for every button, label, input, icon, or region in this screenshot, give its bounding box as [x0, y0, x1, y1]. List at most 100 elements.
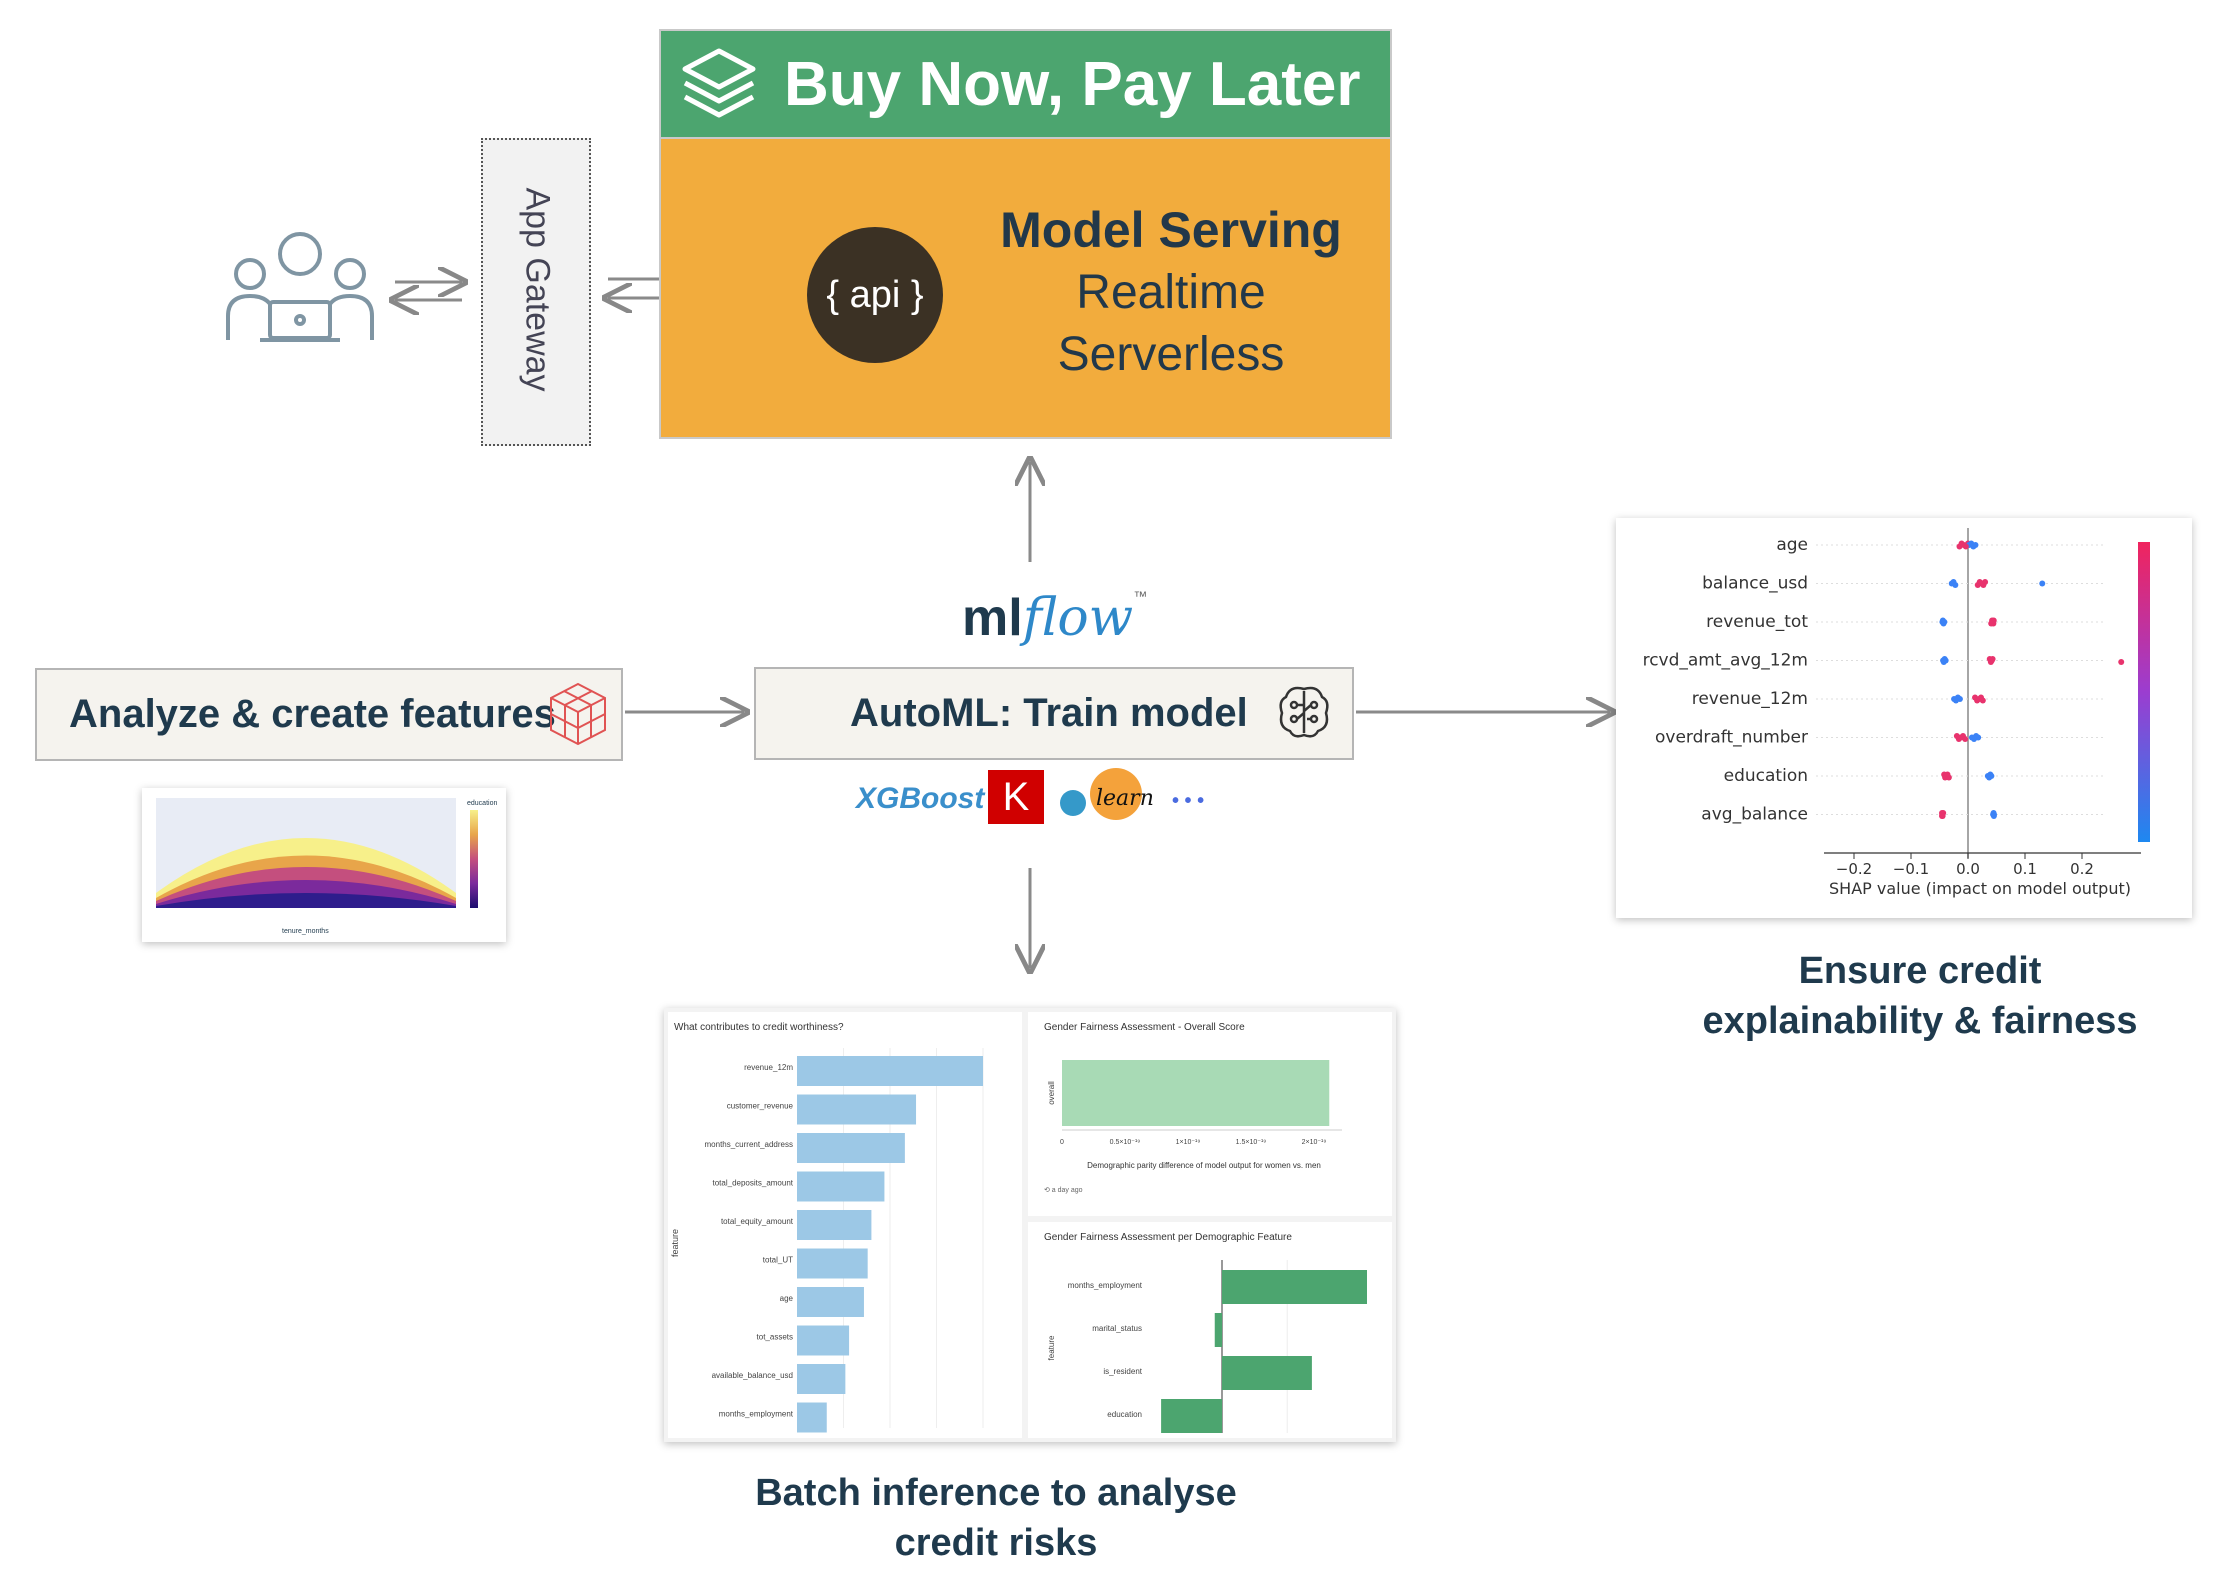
shap-point	[1941, 619, 1948, 625]
shap-x-tick-label: 0.2	[2070, 860, 2094, 878]
shap-point	[1988, 620, 1995, 627]
mlflow-logo: mlflow™	[962, 588, 1147, 648]
caption-batch-line1: Batch inference to analyse	[755, 1472, 1237, 1514]
shap-point	[1940, 657, 1947, 664]
more-libraries: • • •	[1172, 790, 1205, 812]
chart3-bar	[1161, 1399, 1222, 1433]
chart1-bar	[797, 1094, 917, 1125]
feature-chart-legend-title: education	[467, 800, 498, 807]
feature-distribution-chart: education tenure_months	[142, 788, 506, 942]
model-serving-title: Model Serving	[1000, 202, 1342, 258]
chart2-ylabel: overall	[1047, 1081, 1056, 1105]
shap-feature-label: overdraft_number	[1655, 728, 1808, 748]
shap-x-axis-label: SHAP value (impact on model output)	[1829, 879, 2131, 898]
chart1-category-label: revenue_12m	[744, 1063, 793, 1072]
mlflow-tm: ™	[1133, 588, 1148, 604]
chart2-x-tick-label: 0	[1060, 1139, 1064, 1146]
shap-point	[1951, 696, 1958, 702]
shap-summary-plot: age balance_usd revenue_tot rcvd_amt_avg_12…	[1616, 518, 2192, 918]
feature-chart-xlabel: tenure_months	[282, 928, 329, 935]
caption-explainability: Ensure credit explainability & fairness	[1660, 946, 2180, 1046]
shap-colorbar	[2138, 542, 2150, 842]
chart1-bar	[797, 1364, 846, 1394]
sklearn-text: learn	[1096, 786, 1154, 811]
brain-icon	[1279, 686, 1329, 738]
chart1-bar	[797, 1287, 864, 1317]
analyze-features-label: Analyze & create features	[69, 692, 556, 736]
chart1-category-label: tot_assets	[757, 1333, 793, 1342]
analyze-features-box: Analyze & create features	[35, 668, 623, 761]
chart1-category-label: available_balance_usd	[712, 1371, 793, 1380]
chart2-bar	[1062, 1060, 1330, 1126]
shap-point	[1945, 774, 1952, 781]
chart3-category-label: marital_status	[1092, 1324, 1142, 1333]
shap-point	[1974, 582, 1981, 588]
shap-point	[1972, 542, 1979, 548]
chart3-bar	[1214, 1313, 1222, 1347]
shap-point	[1956, 543, 1963, 550]
chart1-category-label: total_equity_amount	[721, 1217, 794, 1226]
dashboard-svg: What contributes to credit worthiness? fe…	[664, 1008, 1396, 1442]
caption-explainability-line2: explainability & fairness	[1702, 1000, 2138, 1042]
feature-cube-icon	[550, 682, 606, 746]
chart3-title: Gender Fairness Assessment per Demograph…	[1044, 1232, 1292, 1243]
caption-batch-line2: credit risks	[894, 1522, 1098, 1564]
chart1-title: What contributes to credit worthiness?	[674, 1022, 844, 1033]
sklearn-dot	[1060, 790, 1086, 816]
chart1-category-label: months_current_address	[705, 1140, 794, 1149]
feature-chart-colorbar	[470, 810, 478, 908]
shap-point	[1962, 736, 1969, 742]
shap-feature-label: revenue_tot	[1706, 612, 1808, 632]
app-gateway: App Gateway	[481, 138, 591, 446]
chart1-bar	[797, 1402, 827, 1433]
api-badge: { api }	[807, 227, 943, 363]
chart3-ylabel: feature	[1047, 1335, 1056, 1360]
chart1-category-label: customer_revenue	[727, 1102, 794, 1111]
shap-point	[2039, 580, 2046, 587]
caption-batch-inference: Batch inference to analyse credit risks	[700, 1468, 1292, 1568]
chart1-bar	[797, 1171, 885, 1202]
chart3-bar	[1222, 1270, 1367, 1304]
model-serving-serverless: Serverless	[1057, 328, 1285, 381]
chart1-ylabel: feature	[670, 1229, 680, 1257]
keras-logo: K	[988, 770, 1044, 824]
chart2-footnote: ⟲ a day ago	[1044, 1187, 1083, 1194]
chart1-category-label: months_employment	[719, 1410, 794, 1419]
stack-layers-icon	[682, 48, 756, 118]
chart1-bar	[797, 1210, 872, 1240]
header-banner: Buy Now, Pay Later	[659, 29, 1392, 139]
shap-feature-label: balance_usd	[1702, 574, 1808, 594]
chart3-category-label: education	[1107, 1410, 1142, 1419]
chart2-x-tick-label: 1.5×10⁻¹⁹	[1236, 1139, 1267, 1146]
shap-x-tick-label: 0.0	[1956, 860, 1980, 878]
stacked-area-plot	[156, 798, 456, 908]
shap-point	[1968, 734, 1975, 741]
app-gateway-label: App Gateway	[518, 187, 557, 392]
sklearn-logo: learn	[1060, 768, 1154, 824]
shap-feature-label: rcvd_amt_avg_12m	[1643, 651, 1808, 671]
mlflow-flow: flow	[1022, 588, 1134, 648]
shap-point	[2118, 659, 2125, 665]
automl-label: AutoML: Train model	[850, 691, 1248, 735]
xgboost-logo: XGBoost	[856, 782, 985, 815]
shap-feature-label: age	[1776, 535, 1808, 555]
shap-feature-label: avg_balance	[1701, 805, 1808, 825]
chart1-category-label: age	[780, 1294, 794, 1303]
chart1-bar	[797, 1325, 850, 1356]
shap-plot-svg: age balance_usd revenue_tot rcvd_amt_avg_12…	[1643, 528, 2150, 898]
shap-point	[1952, 582, 1959, 588]
chart2-x-tick-label: 2×10⁻¹⁹	[1302, 1139, 1327, 1146]
chart3-category-label: months_employment	[1068, 1281, 1143, 1290]
shap-x-tick-label: −0.2	[1836, 860, 1872, 878]
shap-point	[1979, 697, 1986, 704]
chart1-bar	[797, 1133, 905, 1163]
mlflow-ml: ml	[962, 589, 1023, 647]
chart3-category-label: is_resident	[1103, 1367, 1142, 1376]
sklearn-circle	[1090, 768, 1142, 820]
shap-point	[1984, 773, 1991, 779]
chart1-category-label: total_UT	[763, 1256, 793, 1265]
chart1-bar	[797, 1248, 868, 1279]
model-serving-realtime: Realtime	[1076, 266, 1266, 319]
shap-feature-label: education	[1724, 766, 1808, 786]
chart2-x-tick-label: 1×10⁻¹⁹	[1176, 1139, 1201, 1146]
